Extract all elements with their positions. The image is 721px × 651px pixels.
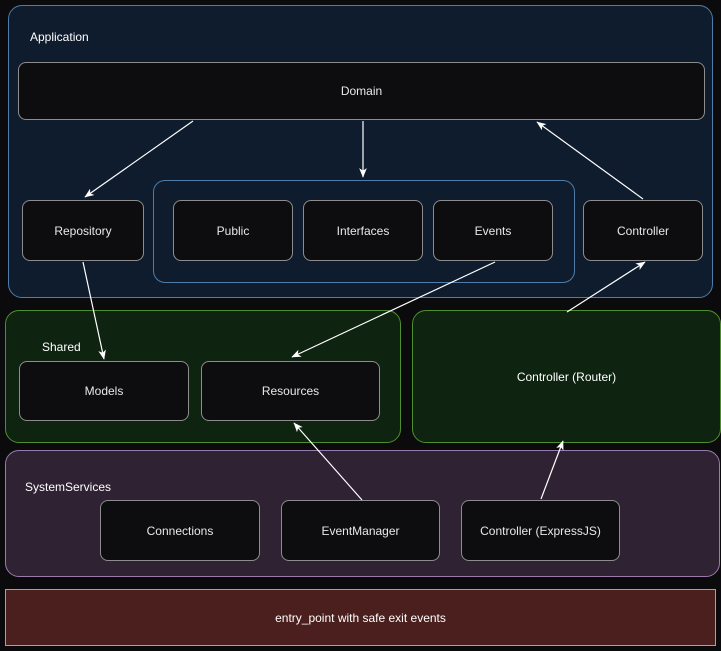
node-public[interactable]: Public bbox=[173, 200, 293, 261]
node-models[interactable]: Models bbox=[19, 361, 189, 421]
node-domain[interactable]: Domain bbox=[18, 62, 705, 120]
node-events[interactable]: Events bbox=[433, 200, 553, 261]
layer-shared-title: Shared bbox=[42, 340, 81, 354]
node-connections[interactable]: Connections bbox=[100, 500, 260, 561]
entry-point-bar[interactable]: entry_point with safe exit events bbox=[5, 589, 716, 646]
node-event-manager[interactable]: EventManager bbox=[281, 500, 440, 561]
node-controller-expressjs[interactable]: Controller (ExpressJS) bbox=[461, 500, 620, 561]
layer-application-title: Application bbox=[30, 30, 89, 44]
layer-system-services-title: SystemServices bbox=[25, 480, 112, 494]
node-interfaces[interactable]: Interfaces bbox=[303, 200, 423, 261]
node-controller-router[interactable]: Controller (Router) bbox=[516, 369, 617, 384]
node-repository[interactable]: Repository bbox=[22, 200, 144, 261]
node-controller[interactable]: Controller bbox=[583, 200, 703, 261]
node-resources[interactable]: Resources bbox=[201, 361, 380, 421]
